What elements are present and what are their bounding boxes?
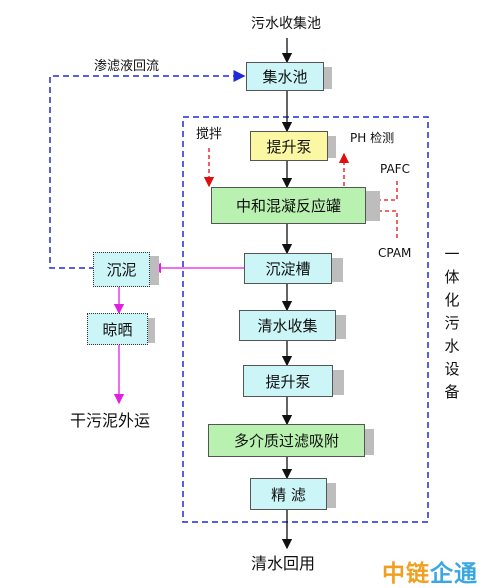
filtrate-return-label: 渗滤液回流 bbox=[94, 59, 160, 74]
clear-collect-box: 清水收集 bbox=[239, 310, 336, 341]
device-label-text: 一体化污水设备 bbox=[444, 245, 460, 401]
collection-tank-box: 集水池 bbox=[246, 62, 324, 91]
pafc-label: PAFC bbox=[380, 162, 410, 176]
cpam-label: CPAM bbox=[378, 246, 412, 260]
settling-tank-box: 沉淀槽 bbox=[244, 253, 332, 284]
ph-label: PH 检测 bbox=[350, 131, 395, 145]
cpam-line bbox=[366, 205, 398, 238]
source-label: 污水收集池 bbox=[251, 16, 321, 32]
clear-reuse-label: 清水回用 bbox=[251, 554, 316, 573]
watermark: 中链企通 bbox=[382, 554, 478, 588]
fine-filter-box: 精 滤 bbox=[250, 478, 327, 510]
device-boundary bbox=[182, 116, 429, 523]
sun-dry-box: 晾晒 bbox=[87, 313, 148, 345]
lift-pump-box: 提升泵 bbox=[250, 131, 328, 161]
sludge-box: 沉泥 bbox=[93, 252, 150, 287]
dry-sludge-label: 干污泥外运 bbox=[70, 411, 151, 430]
multi-filter-box: 多介质过滤吸附 bbox=[208, 424, 365, 457]
device-vertical-label: 一体化污水设备 bbox=[442, 243, 462, 404]
filtrate-return-line bbox=[49, 70, 246, 269]
lift-pump-2-box: 提升泵 bbox=[243, 365, 333, 397]
stir-label: 搅拌 bbox=[196, 127, 223, 142]
reactor-box: 中和混凝反应罐 bbox=[211, 187, 366, 224]
watermark-part-2: 企通 bbox=[430, 561, 478, 587]
watermark-part-1: 中链 bbox=[382, 561, 430, 587]
